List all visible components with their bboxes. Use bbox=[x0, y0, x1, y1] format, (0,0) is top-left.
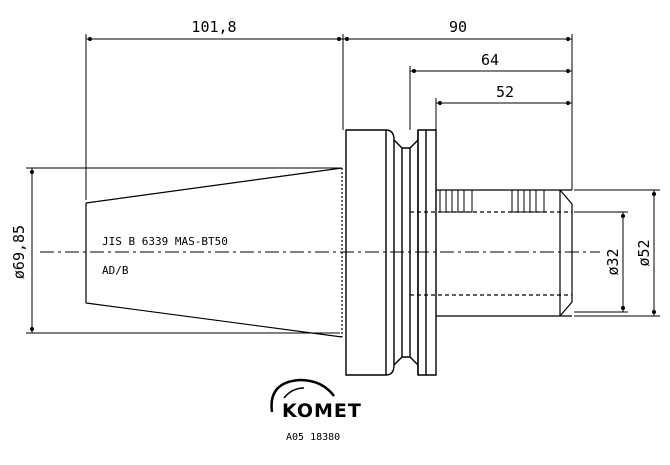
flange bbox=[345, 129, 437, 376]
shank-bands bbox=[439, 189, 545, 213]
dim-text-101-8: 101,8 bbox=[191, 18, 236, 36]
part-number: A05 18380 bbox=[286, 432, 340, 443]
dim-text-taper-diameter: ø69,85 bbox=[10, 225, 28, 279]
logo-brand: KOMET bbox=[282, 400, 362, 422]
komet-logo: KOMET A05 18380 bbox=[270, 378, 362, 443]
dim-text-64: 64 bbox=[481, 51, 499, 69]
dim-text-shank-diameter: ø52 bbox=[635, 239, 653, 266]
dimension-ticks bbox=[30, 37, 656, 331]
form-note: AD/B bbox=[102, 264, 129, 277]
dim-text-bore-diameter: ø32 bbox=[604, 248, 622, 275]
spec-note: JIS B 6339 MAS-BT50 bbox=[102, 235, 228, 248]
dim-text-52: 52 bbox=[496, 83, 514, 101]
shank bbox=[410, 189, 573, 317]
taper-cone bbox=[85, 167, 343, 338]
dimension-lines bbox=[31, 38, 655, 333]
dim-text-90: 90 bbox=[449, 18, 467, 36]
extension-lines bbox=[26, 34, 660, 334]
